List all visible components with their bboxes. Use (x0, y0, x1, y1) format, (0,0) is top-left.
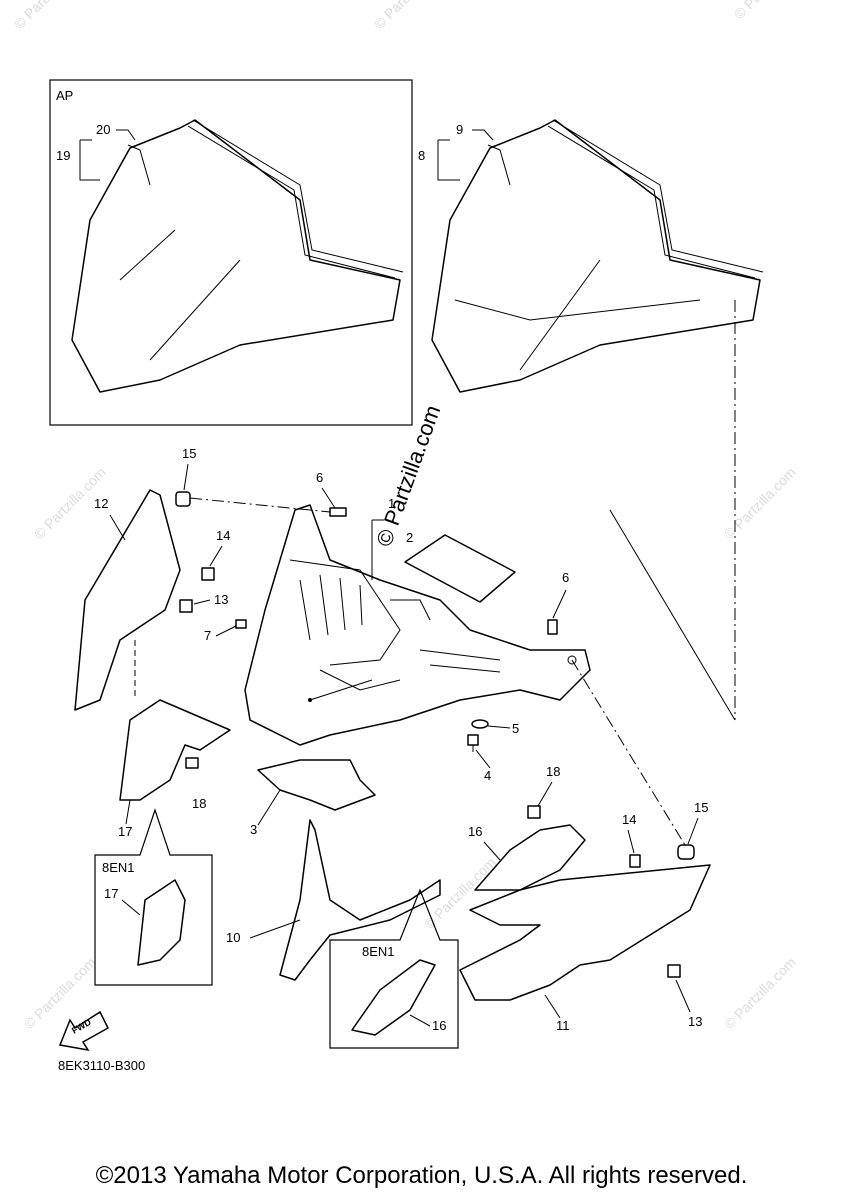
duct-16-variant (351, 959, 436, 1036)
leader-8-9 (437, 129, 494, 181)
ref-line-15-6 (189, 497, 331, 513)
callout-17b: 17 (104, 886, 118, 901)
watermark-text: © Partzilla.com (371, 0, 449, 32)
leader-14b (627, 829, 635, 854)
panel-2 (404, 534, 516, 603)
upper-cowling (244, 504, 591, 746)
callout-18a: 18 (192, 796, 206, 811)
reference-line-diag (609, 509, 736, 721)
leader-13b (675, 979, 691, 1013)
bolt-13-left (179, 599, 193, 613)
callout-15b: 15 (694, 800, 708, 815)
callout-16a: 16 (468, 824, 482, 839)
leader-12 (109, 514, 126, 541)
callout-14b: 14 (622, 812, 636, 827)
callout-1: 1 (388, 496, 395, 511)
watermark-text: © Partzilla.com (11, 0, 89, 32)
nut-14-left (201, 567, 215, 581)
leader-1 (371, 519, 384, 580)
leader-15a (183, 463, 189, 491)
leader-3 (257, 789, 281, 826)
callout-20: 20 (96, 122, 110, 137)
leader-4 (475, 749, 491, 769)
callout-4: 4 (484, 768, 491, 783)
leader-6b (552, 589, 567, 619)
variant-box-2-label: 8EN1 (362, 944, 395, 959)
leader-17a (125, 799, 131, 825)
leader-13a (193, 599, 211, 605)
leader-6a (321, 487, 336, 509)
callout-14a: 14 (216, 528, 230, 543)
watermark-text: © Partzilla.com (721, 464, 799, 542)
windshield-standard (431, 119, 764, 393)
ref-line-15b (571, 659, 686, 846)
callout-5: 5 (512, 721, 519, 736)
callout-9: 9 (456, 122, 463, 137)
callout-18b: 18 (546, 764, 560, 779)
leader-5 (487, 725, 511, 729)
lower-cowling-10 (279, 819, 441, 981)
callout-8: 8 (418, 148, 425, 163)
watermark-main: © Partzilla.com (371, 402, 445, 550)
watermark-text: © Partzilla.com (721, 954, 799, 1032)
inner-panel-17 (119, 699, 231, 801)
nut-14-right (629, 854, 641, 868)
windshield-ap (71, 119, 404, 393)
callout-7: 7 (204, 628, 211, 643)
callout-16b: 16 (432, 1018, 446, 1033)
callout-17a: 17 (118, 824, 132, 839)
inner-panel-17-variant (137, 879, 186, 966)
diagram-code: 8EK3110-B300 (58, 1058, 146, 1073)
screw-6-upper (329, 507, 347, 517)
ap-box (49, 79, 413, 426)
callout-15a: 15 (182, 446, 196, 461)
washer-5 (471, 719, 489, 729)
side-panel-12 (74, 489, 181, 711)
leader-15b (687, 817, 699, 845)
callout-13a: 13 (214, 592, 228, 607)
callout-3: 3 (250, 822, 257, 837)
callout-19: 19 (56, 148, 70, 163)
leader-14a (209, 545, 223, 567)
leader-10 (249, 919, 301, 939)
grommet-15-left (175, 491, 191, 507)
leader-16a (483, 841, 501, 861)
callout-6a: 6 (316, 470, 323, 485)
duct-16 (474, 824, 586, 891)
callout-13b: 13 (688, 1014, 702, 1029)
ap-box-label: AP (56, 88, 73, 103)
bolt-18-right (527, 805, 541, 819)
leader-16b (409, 1014, 431, 1027)
variant-box-1 (94, 808, 213, 986)
leader-7 (215, 625, 237, 637)
copyright-footer: ©2013 Yamaha Motor Corporation, U.S.A. A… (95, 1162, 748, 1189)
callout-11: 11 (556, 1018, 570, 1033)
leader-1b (309, 679, 373, 701)
panel-3 (257, 759, 376, 811)
leader-19-20 (79, 129, 136, 181)
bolt-18-left (185, 757, 199, 769)
callout-2: 2 (406, 530, 413, 545)
screw-7 (235, 619, 247, 629)
screw-6-lower (547, 619, 558, 635)
screw-4 (467, 734, 479, 752)
leader-17b (121, 899, 141, 916)
fwd-arrow-icon: FWD (58, 1010, 109, 1052)
leader-11 (544, 994, 561, 1019)
watermark-text: © Partzilla.com (731, 0, 809, 22)
lower-cowling-11 (459, 864, 711, 1001)
variant-box-1-label: 8EN1 (102, 860, 135, 875)
variant-box-2 (329, 888, 459, 1049)
bolt-13-right (667, 964, 681, 978)
leader-18b (537, 781, 553, 807)
callout-6b: 6 (562, 570, 569, 585)
callout-10: 10 (226, 930, 240, 945)
callout-12: 12 (94, 496, 108, 511)
grommet-15-right (677, 844, 695, 860)
